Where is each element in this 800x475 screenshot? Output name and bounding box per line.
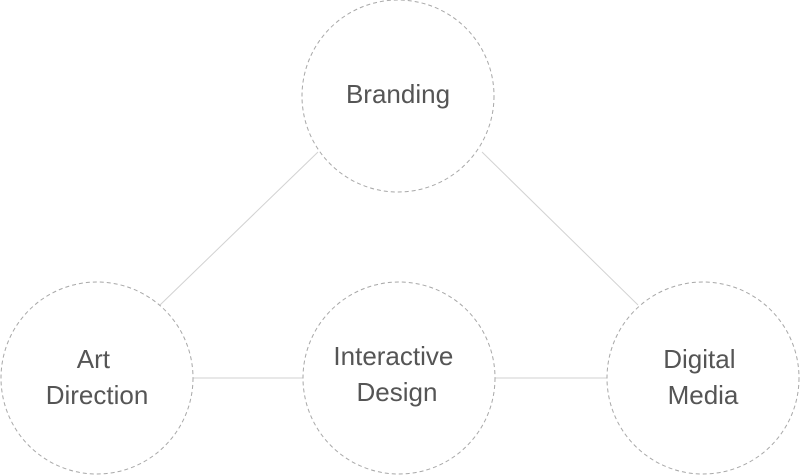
node-branding: Branding bbox=[301, 0, 495, 193]
node-digital-media: Digital Media bbox=[606, 281, 800, 475]
node-art-direction-label-line-2: Direction bbox=[46, 380, 149, 410]
node-art-direction: Art Direction bbox=[0, 281, 194, 475]
node-digital-media-label-line-1: Digital bbox=[663, 344, 735, 374]
node-interactive-design: Interactive Design bbox=[302, 281, 496, 475]
node-art-direction-label-line-1: Art bbox=[77, 344, 111, 374]
node-branding-circle bbox=[301, 0, 495, 193]
node-interactive-design-label-line-2: Design bbox=[357, 377, 438, 407]
node-art-direction-label: Art Direction bbox=[46, 344, 149, 410]
node-interactive-design-label: Interactive Design bbox=[333, 341, 460, 407]
connector-branding-digital-media bbox=[481, 151, 639, 306]
node-digital-media-label-line-2: Media bbox=[668, 380, 739, 410]
node-digital-media-label: Digital Media bbox=[663, 344, 742, 410]
node-digital-media-circle bbox=[606, 281, 800, 475]
connector-branding-art-direction bbox=[159, 151, 319, 306]
node-interactive-design-circle bbox=[302, 281, 496, 475]
node-art-direction-circle bbox=[0, 281, 194, 475]
connector-lines bbox=[159, 151, 639, 379]
node-branding-label: Branding bbox=[346, 79, 450, 109]
node-branding-label-line-1: Branding bbox=[346, 79, 450, 109]
node-interactive-design-label-line-1: Interactive bbox=[333, 341, 453, 371]
